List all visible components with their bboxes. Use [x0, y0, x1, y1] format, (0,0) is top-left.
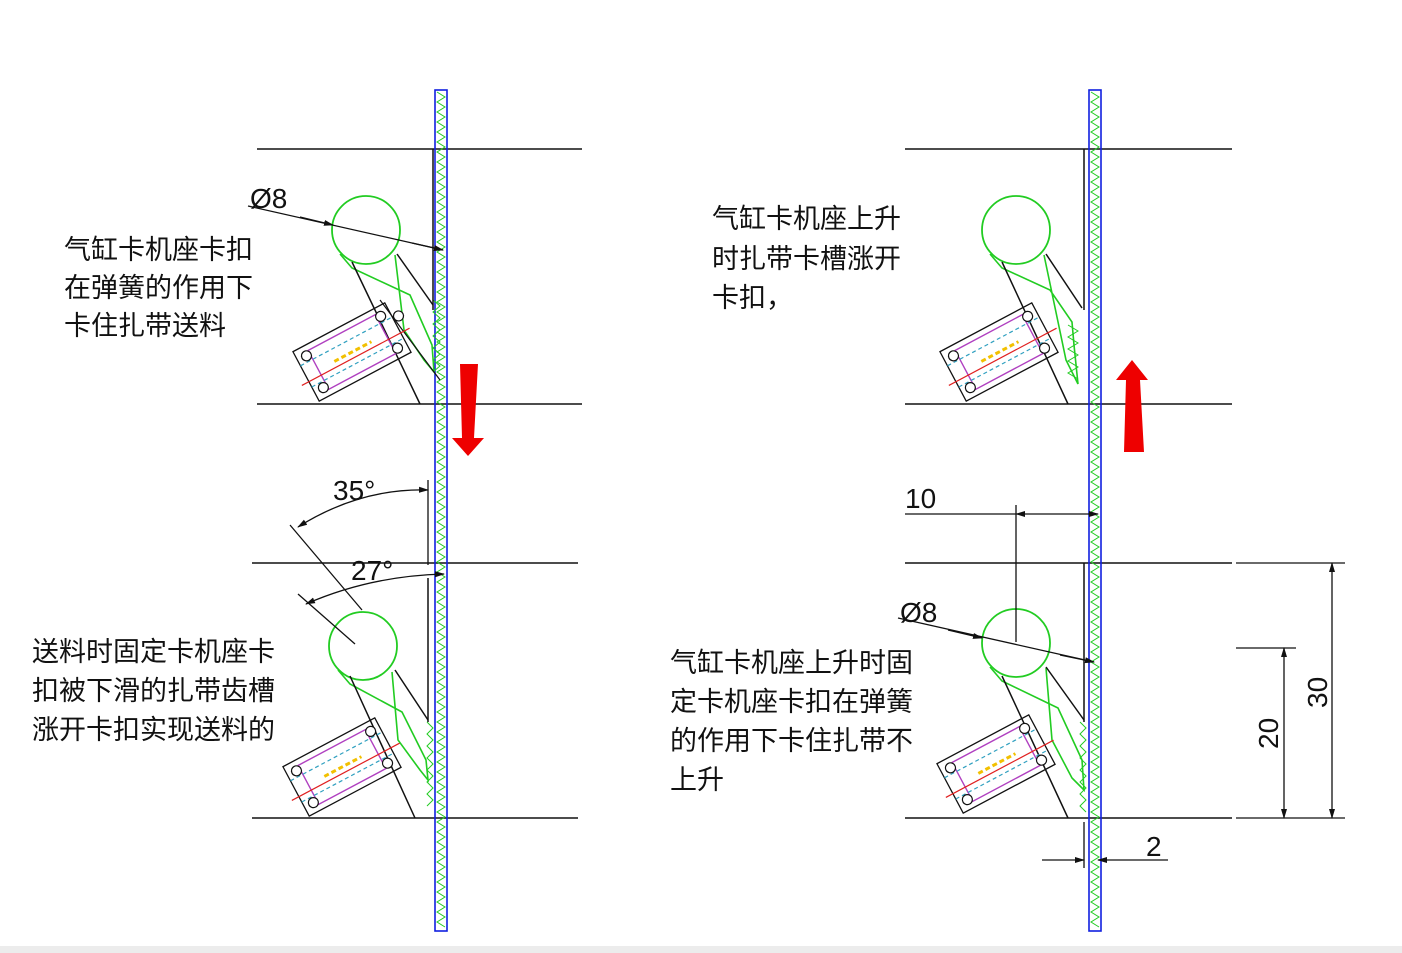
- dimension-diameter: Ø8: [250, 183, 287, 214]
- feed-direction-arrow-down: [452, 364, 484, 456]
- right-assembly: 10 Ø8 2 20 30 气缸卡机座上升 时扎带卡槽涨开 卡扣， 气缸卡机座上…: [670, 89, 1345, 932]
- clip-arm: [989, 666, 1085, 793]
- note-bottom-left: 送料时固定卡机座卡 扣被下滑的扎带齿槽 涨开卡扣实现送料的: [32, 637, 284, 746]
- clip-arm: [989, 253, 1079, 385]
- dimension-length-30: 30: [1302, 677, 1333, 708]
- lift-direction-arrow-up: [1116, 360, 1148, 452]
- clip-pivot-circle: [981, 195, 1051, 265]
- strap-teeth-zigzag: [426, 721, 434, 807]
- note-top-right: 气缸卡机座上升 时扎带卡槽涨开 卡扣，: [712, 204, 910, 314]
- strap-teeth-zigzag: [1090, 91, 1100, 928]
- clip-assembly-top-right: [939, 149, 1085, 405]
- cable-tie-strap: [434, 89, 448, 932]
- cylinder: [939, 301, 1059, 403]
- bottom-scroll-bar: [0, 946, 1402, 953]
- clip-pivot-circle: [328, 611, 398, 681]
- clip-arm: [337, 669, 430, 783]
- cylinder: [282, 716, 402, 818]
- cylinder: [936, 713, 1056, 815]
- dimension-length-2: 2: [1146, 831, 1162, 862]
- dimension-angle-35: 35°: [333, 475, 375, 506]
- dimension-diameter: Ø8: [900, 597, 937, 628]
- clip-arm: [339, 253, 435, 375]
- clip-assembly-top-left: [292, 149, 441, 405]
- clip-pivot-circle: [331, 195, 401, 265]
- dimension-length-10: 10: [905, 483, 936, 514]
- cable-tie-strap: [1088, 89, 1102, 932]
- cylinder: [292, 301, 412, 403]
- dimension-angle-27: 27°: [351, 555, 393, 586]
- clip-assembly-bottom-right: [936, 563, 1085, 819]
- strap-teeth: [426, 91, 446, 928]
- note-top-left: 气缸卡机座卡扣 在弹簧的作用下 卡住扎带送料: [64, 235, 262, 342]
- left-assembly: Ø8 35° 27° 气缸卡机座卡扣 在弹簧的作用下 卡住扎带送料 送料时固定卡…: [32, 89, 582, 932]
- note-bottom-right: 气缸卡机座上升时固 定卡机座卡扣在弹簧 的作用下卡住扎带不 上升: [670, 648, 922, 796]
- strap-teeth-zigzag: [436, 91, 446, 928]
- dimension-length-20: 20: [1253, 718, 1284, 749]
- clip-assembly-bottom-left: [282, 578, 430, 819]
